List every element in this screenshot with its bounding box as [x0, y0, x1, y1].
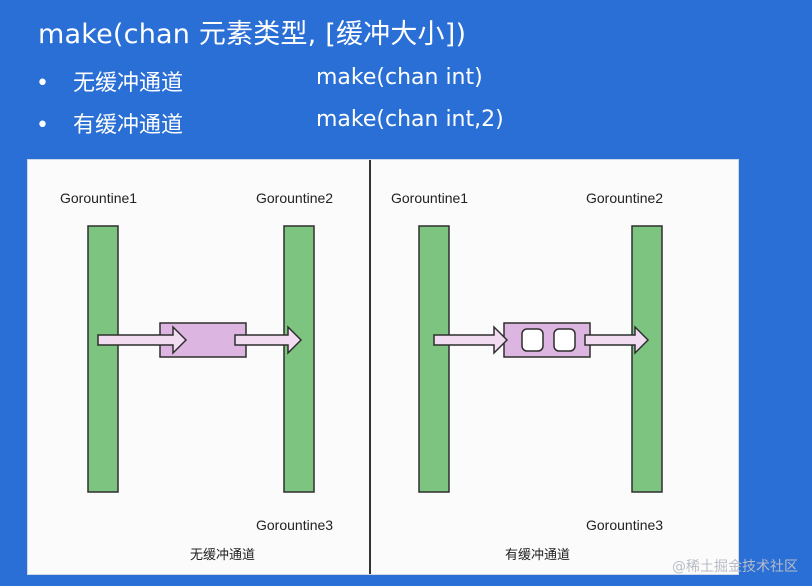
- page-title: make(chan 元素类型, [缓冲大小]): [38, 19, 467, 50]
- buffered-channel: [503, 322, 591, 358]
- panel-divider: [369, 160, 371, 574]
- goroutine2-bar: [283, 225, 315, 493]
- goroutine2-label: Gorountine2: [586, 190, 664, 206]
- goroutine1-bar: [87, 225, 119, 493]
- goroutine3-label: Gorountine3: [586, 517, 664, 533]
- bullet-label: 有缓冲通道: [73, 113, 184, 138]
- goroutine1-label: Gorountine1: [391, 190, 469, 206]
- diagram-panel: Gorountine1 Gorountine2 Gorountine3 无缓冲通…: [27, 159, 739, 575]
- goroutine1-bar: [418, 225, 450, 493]
- goroutine2-label: Gorountine2: [256, 190, 334, 206]
- bullet-item-buffered: • 有缓冲通道 make(chan int,2): [36, 107, 504, 139]
- receive-arrow: [234, 325, 303, 355]
- bullet-item-unbuffered: • 无缓冲通道 make(chan int): [36, 65, 483, 97]
- bullet-code: make(chan int,2): [316, 107, 504, 132]
- goroutine2-bar: [631, 225, 663, 493]
- goroutine3-label: Gorountine3: [256, 517, 334, 533]
- bullet-dot: •: [36, 71, 49, 96]
- channel-diagram: [87, 225, 663, 493]
- watermark: @稀土掘金技术社区: [672, 559, 798, 575]
- bullet-dot: •: [36, 113, 49, 138]
- buffer-slot: [553, 328, 576, 352]
- send-arrow: [433, 325, 509, 355]
- goroutine1-label: Gorountine1: [60, 190, 138, 206]
- bullet-label: 无缓冲通道: [73, 71, 184, 96]
- buffer-slot: [521, 328, 544, 352]
- receive-arrow: [584, 325, 650, 355]
- send-arrow: [97, 325, 188, 355]
- diagram-caption: 无缓冲通道: [190, 548, 256, 563]
- diagram-caption: 有缓冲通道: [505, 548, 571, 563]
- bullet-code: make(chan int): [316, 65, 483, 90]
